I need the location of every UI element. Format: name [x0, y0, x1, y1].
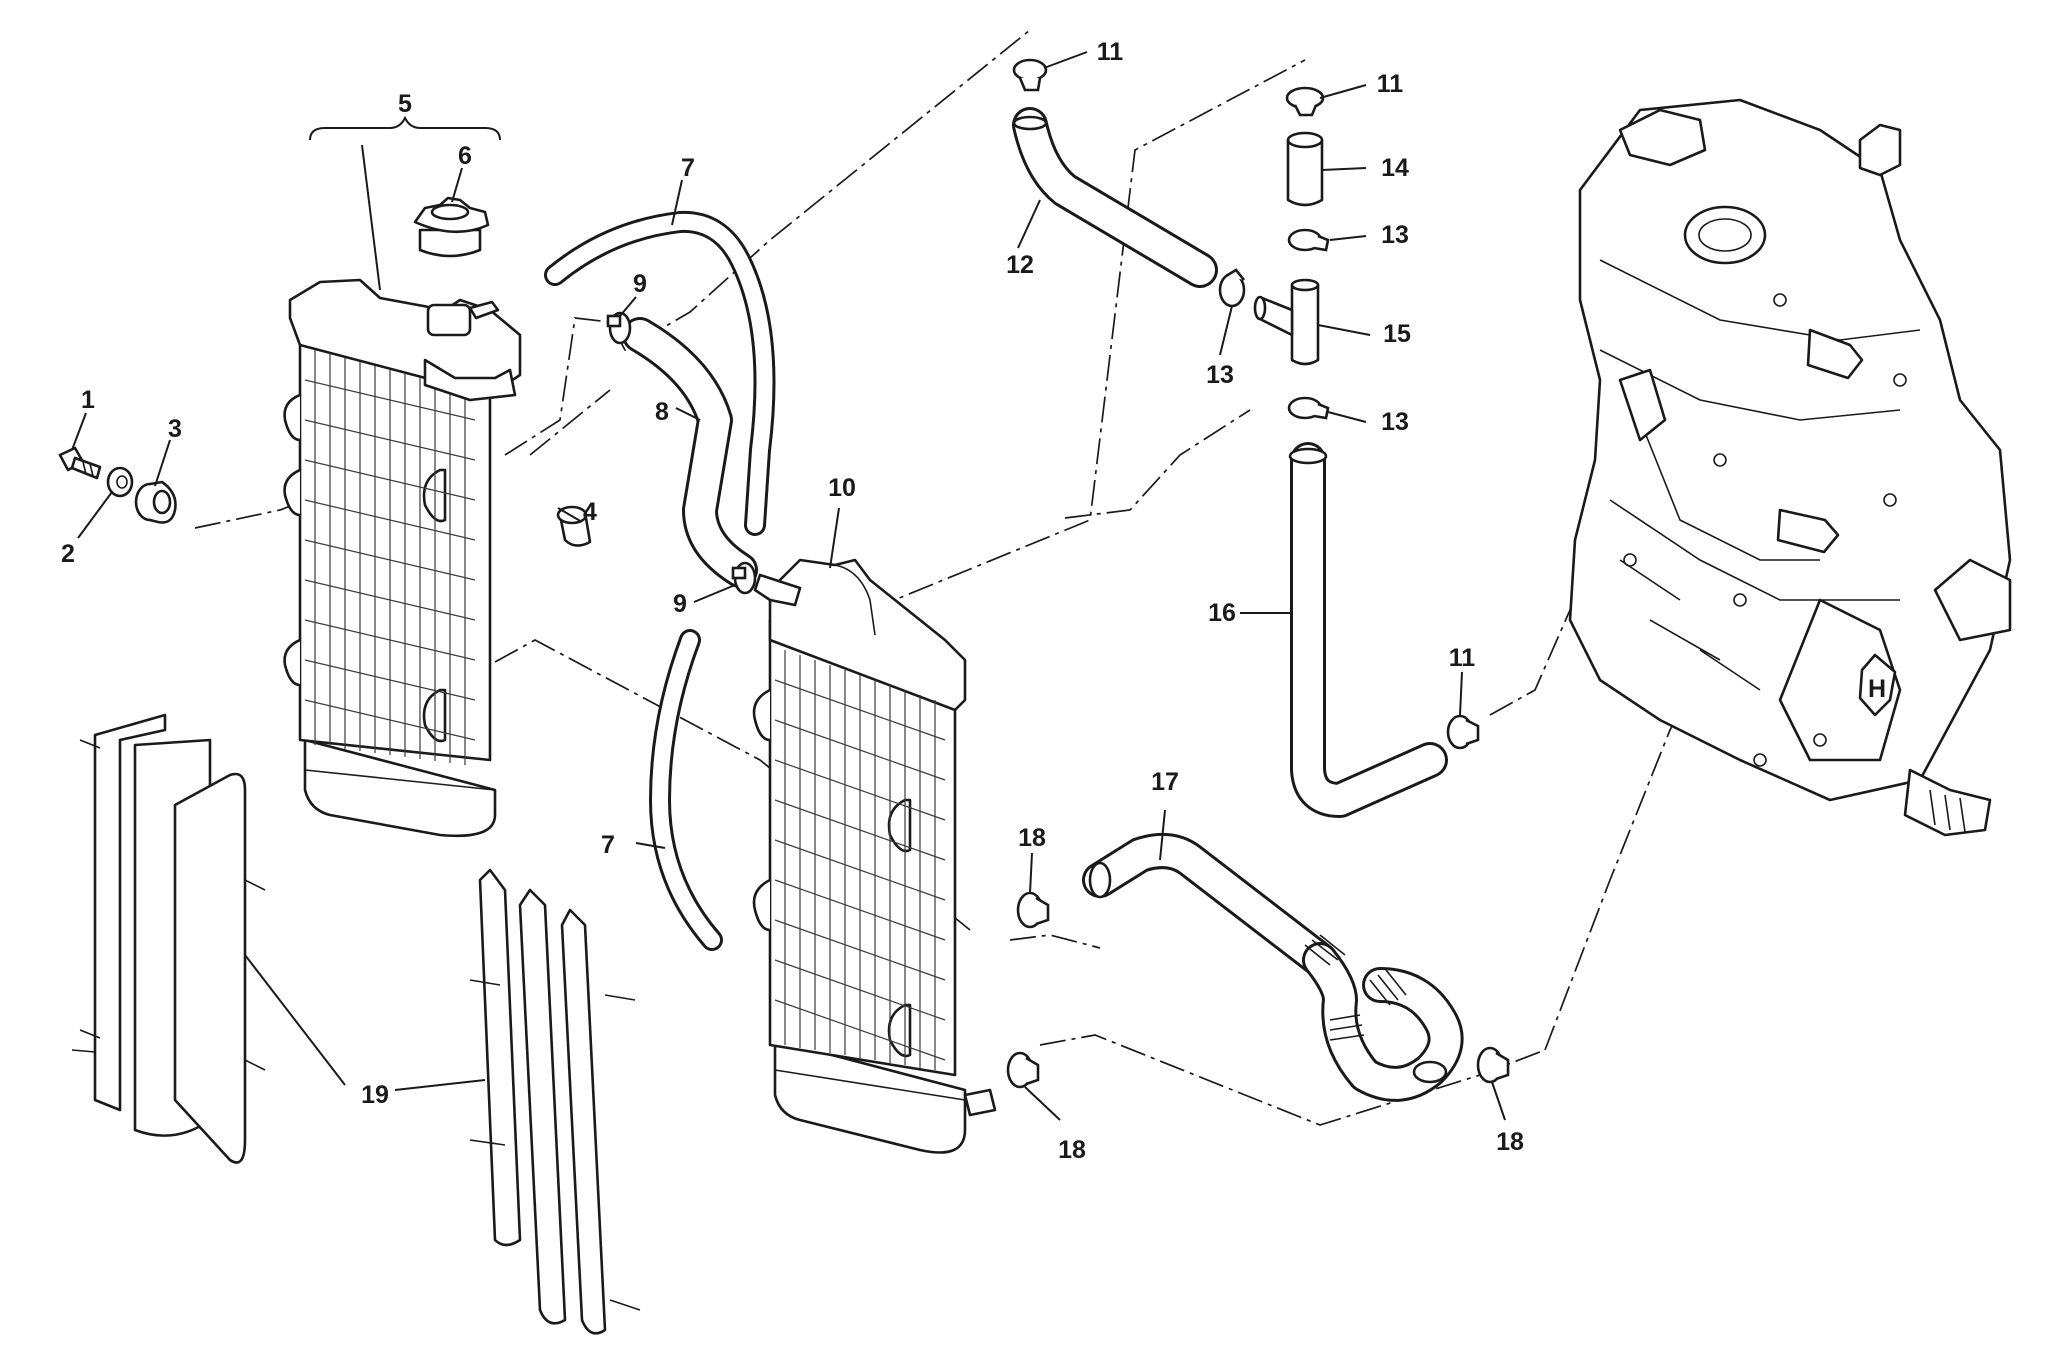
callout-4: 4: [583, 498, 597, 526]
radiator-connecting-hose: [622, 317, 758, 588]
callout-7-upper: 7: [681, 154, 695, 182]
radiator-louvre-right: [469, 868, 641, 1335]
spacer-bush: [556, 505, 592, 547]
clamp-13-lower: [1287, 396, 1330, 420]
callout-10: 10: [828, 474, 856, 502]
callout-8: 8: [655, 398, 669, 426]
callout-11-lower: 11: [1449, 644, 1476, 672]
radiator-cap: [413, 196, 490, 258]
engine-logo-letter: H: [1868, 675, 1886, 703]
hose-sleeve: [1286, 131, 1324, 207]
overflow-hose: [544, 210, 776, 951]
callout-7-lower: 7: [601, 831, 615, 859]
clamp-11-top-left: [1012, 58, 1048, 92]
callout-11-top-left: 11: [1097, 38, 1124, 66]
upper-hose: [1012, 107, 1218, 288]
callout-9-lower: 9: [673, 590, 687, 618]
clamp-13-side: [1218, 268, 1246, 308]
clamp-11-lower: [1446, 714, 1480, 750]
washer: [106, 466, 134, 498]
leader-lines: [71, 51, 1506, 1121]
bolt: [58, 446, 102, 480]
callout-18-right: 18: [1496, 1128, 1524, 1156]
callout-14: 14: [1381, 154, 1409, 182]
clamp-18-right: [1476, 1046, 1510, 1084]
callout-19: 19: [361, 1081, 389, 1109]
callout-13-lower: 13: [1381, 408, 1409, 436]
clamp-18-upper: [1016, 891, 1050, 929]
clamp-18-lower: [1006, 1051, 1040, 1089]
left-radiator: [283, 278, 522, 838]
clamp-13-upper: [1287, 228, 1330, 252]
clamp-9-lower: [731, 561, 757, 595]
clamp-11-top-right: [1285, 86, 1325, 117]
callout-18-lower: 18: [1058, 1136, 1086, 1164]
callout-13-upper: 13: [1381, 221, 1409, 249]
engine-assembly: H: [1568, 98, 2012, 837]
callout-3: 3: [168, 415, 182, 443]
callout-15: 15: [1383, 320, 1411, 348]
engine-bolts: [1623, 293, 1907, 767]
callout-13-side: 13: [1206, 361, 1234, 389]
rubber-grommet: [134, 480, 177, 524]
callout-12: 12: [1006, 251, 1034, 279]
lower-vertical-hose: [1288, 442, 1448, 818]
main-lower-hose: [1082, 833, 1464, 1102]
clamp-9-upper: [606, 311, 632, 345]
husqvarna-crown-logo: [1858, 653, 1897, 717]
callout-18-upper: 18: [1018, 824, 1046, 852]
t-piece-connector: [1253, 278, 1320, 366]
callout-labels: 1 2 3 4 5 6 7 7 8 9 9 10 11 11 11 12 13 …: [61, 38, 1524, 1164]
callout-2: 2: [61, 540, 75, 568]
callout-16: 16: [1208, 599, 1236, 627]
radiator-louvre-left: [71, 713, 266, 1164]
right-radiator: [752, 558, 997, 1154]
callout-5: 5: [398, 90, 412, 118]
callout-6: 6: [458, 142, 472, 170]
callout-1: 1: [81, 386, 95, 414]
callout-9-upper: 9: [633, 270, 647, 298]
callout-11-top-right: 11: [1377, 70, 1404, 98]
callout-17: 17: [1151, 768, 1179, 796]
